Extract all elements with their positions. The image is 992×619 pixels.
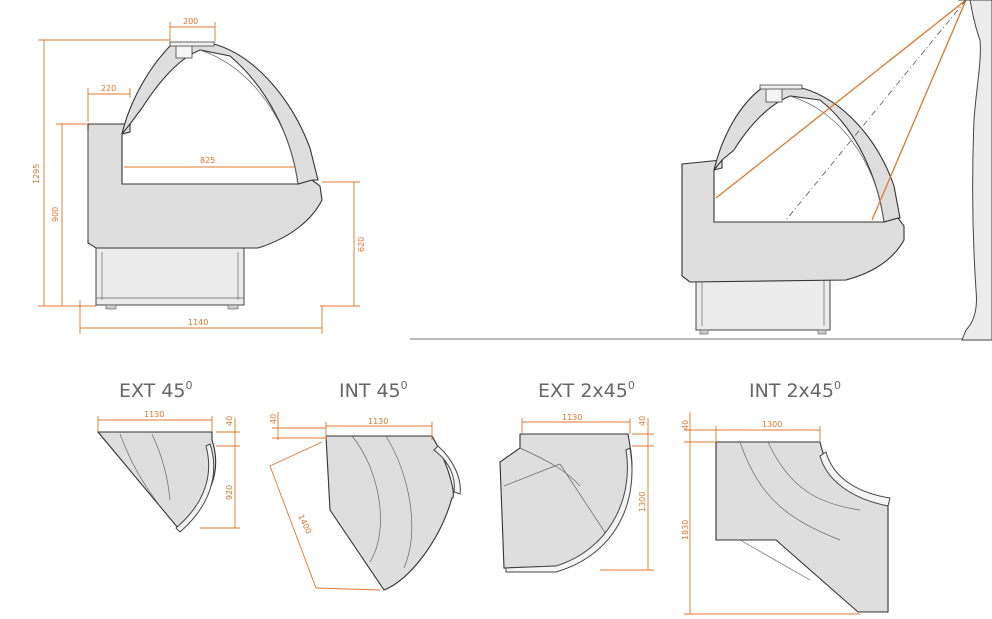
dim-total-height-label: 1295 xyxy=(32,164,41,184)
plan-ext-45: 1130 40 920 xyxy=(96,410,240,533)
dim-overall-depth: 1140 xyxy=(79,300,323,334)
sightline-view xyxy=(410,0,992,341)
sight-line-2 xyxy=(871,0,967,221)
ext2x45-d1: 1130 xyxy=(562,413,582,422)
dim-top-width: 200 xyxy=(169,17,216,42)
dim-upper-depth: 220 xyxy=(87,84,131,122)
ext2x45-d3: 1300 xyxy=(638,492,647,512)
dim-total-height: 1295 xyxy=(32,39,170,307)
counter-body-2 xyxy=(681,159,905,283)
plan-int-2x45: 1300 40 1830 xyxy=(681,412,891,615)
ext45-d3: 920 xyxy=(225,485,234,500)
caption-ext-45: EXT 450 xyxy=(119,379,193,402)
int45-d1: 1130 xyxy=(368,417,388,426)
int2x45-d3: 1830 xyxy=(681,520,690,540)
int45-d2: 40 xyxy=(269,414,278,424)
caption-int-2x45: INT 2x450 xyxy=(749,379,841,402)
dim-front-height-label: 620 xyxy=(357,237,366,252)
ext45-d2: 40 xyxy=(225,416,234,426)
caption-ext-2x45: EXT 2x450 xyxy=(538,379,635,402)
dim-top-width-label: 200 xyxy=(183,17,198,26)
sight-line-center xyxy=(785,0,967,221)
dim-overall-depth-label: 1140 xyxy=(188,318,208,327)
base-cabinet xyxy=(95,247,245,306)
dim-shelf-depth-label: 825 xyxy=(200,156,215,165)
plan-int-45: 1130 40 1400 xyxy=(269,412,461,591)
ext2x45-d2: 40 xyxy=(638,416,647,426)
person-figure xyxy=(958,0,992,341)
int2x45-d2: 40 xyxy=(681,420,690,430)
sight-line-1 xyxy=(715,0,967,199)
counter-body xyxy=(87,123,323,249)
dim-counter-height-label: 900 xyxy=(51,207,60,222)
dim-upper-depth-label: 220 xyxy=(101,84,116,93)
dim-front-height: 620 xyxy=(320,181,366,307)
caption-int-45: INT 450 xyxy=(339,379,408,402)
plan-ext-2x45: 1130 40 1300 xyxy=(499,413,654,573)
ext45-d1: 1130 xyxy=(144,410,164,419)
dim-counter-height: 900 xyxy=(51,123,88,306)
int45-d3: 1400 xyxy=(296,513,313,535)
side-view: 200 220 1295 900 825 620 xyxy=(32,17,366,334)
int2x45-d1: 1300 xyxy=(762,420,782,429)
dim-shelf-depth: 825 xyxy=(124,156,296,168)
glass-canopy xyxy=(121,43,319,185)
